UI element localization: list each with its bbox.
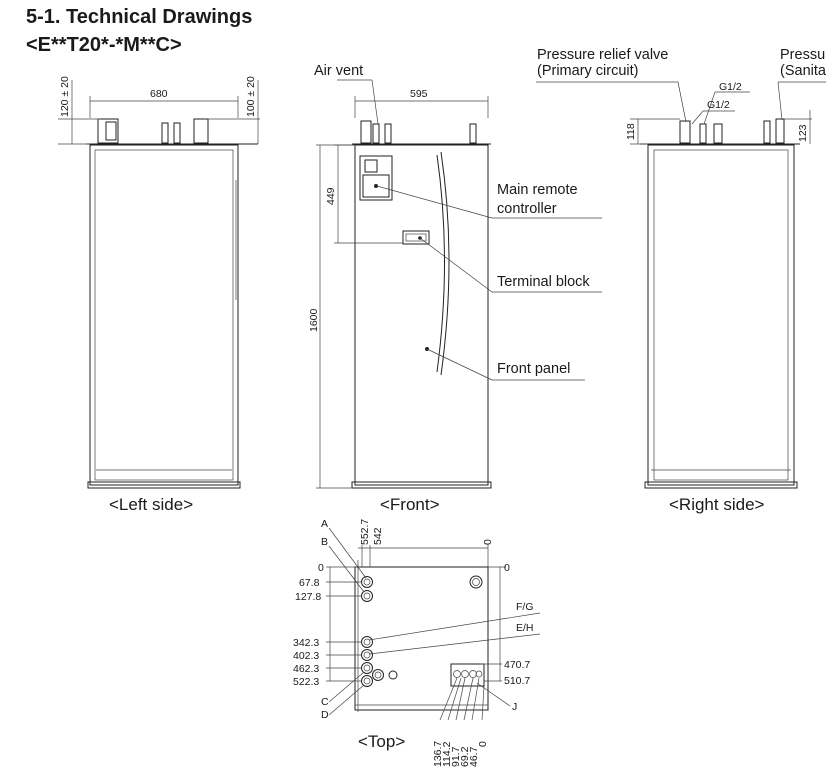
view-label-right: <Right side> [669, 495, 765, 514]
top-dim-y6: 522.3 [293, 676, 319, 688]
callout-terminal-block: Terminal block [497, 274, 590, 290]
connection-label-a: A [321, 518, 328, 530]
top-dim-y2: 127.8 [295, 591, 321, 603]
g-label-2: G1/2 [707, 99, 730, 111]
dim-left-top-a: 120 ± 20 [59, 76, 71, 117]
callout-prv-sanitary-line1: Pressu [780, 47, 825, 63]
top-dim-bottom-2: 114.2 [441, 741, 453, 767]
top-dim-y5: 462.3 [293, 663, 319, 675]
view-label-top: <Top> [358, 732, 405, 751]
top-dim-bottom-3: 91.7 [450, 746, 462, 767]
front-view: 595 449 1600 <Front> [308, 79, 602, 514]
dim-right-top-a: 118 [625, 123, 637, 140]
connection-label-b: B [321, 536, 328, 548]
right-side-view: 118 123 G1/2 G1/2 <Right side> [536, 81, 826, 514]
dim-left-top-b: 100 ± 20 [245, 76, 257, 117]
top-dim-bottom-1: 136.7 [432, 741, 444, 767]
top-dim-bottom-6: 0 [477, 741, 489, 747]
left-side-view: 680 120 ± 20 100 ± 20 <Left side> [58, 76, 260, 514]
dim-front-width: 595 [410, 88, 428, 100]
callout-remote-line1: Main remote [497, 182, 578, 198]
top-dim-y0: 0 [318, 562, 324, 574]
top-dim-bottom-5: 46.7 [468, 746, 480, 767]
callout-prv-sanitary-line2: (Sanita [780, 63, 826, 79]
callout-prv-primary-line2: (Primary circuit) [537, 63, 639, 79]
top-dim-y-right-1: 470.7 [504, 659, 530, 671]
top-dim-y0-right: 0 [504, 562, 510, 574]
top-dim-y-right-2: 510.7 [504, 675, 530, 687]
top-dim-y4: 402.3 [293, 650, 319, 662]
connection-label-c: C [321, 696, 329, 708]
top-view: 0 67.8 127.8 342.3 402.3 462.3 522.3 552… [293, 518, 541, 767]
connection-label-fg: F/G [516, 601, 534, 613]
view-label-left: <Left side> [109, 495, 193, 514]
dim-front-height: 1600 [308, 308, 320, 332]
top-dim-bottom-4: 69.2 [459, 746, 471, 767]
view-label-front: <Front> [380, 495, 440, 514]
connection-label-d: D [321, 709, 329, 721]
dim-front-remote-height: 449 [325, 187, 337, 205]
top-dim-x2: 542 [372, 527, 384, 545]
dim-right-top-b: 123 [797, 124, 809, 142]
top-dim-x0: 0 [482, 539, 494, 545]
top-dim-y1: 67.8 [299, 577, 320, 589]
top-dim-y3: 342.3 [293, 637, 319, 649]
callout-air-vent: Air vent [314, 63, 363, 79]
connection-label-j: J [512, 701, 517, 713]
callout-remote-line2: controller [497, 201, 557, 217]
g-label-1: G1/2 [719, 81, 742, 93]
top-dim-x1: 552.7 [359, 519, 371, 545]
dim-left-width: 680 [150, 88, 168, 100]
callout-prv-primary-line1: Pressure relief valve [537, 47, 668, 63]
connection-label-eh: E/H [516, 622, 534, 634]
callout-front-panel: Front panel [497, 361, 570, 377]
page-title: 5-1. Technical Drawings [26, 6, 253, 28]
model-code: <E**T20*-*M**C> [26, 34, 182, 56]
